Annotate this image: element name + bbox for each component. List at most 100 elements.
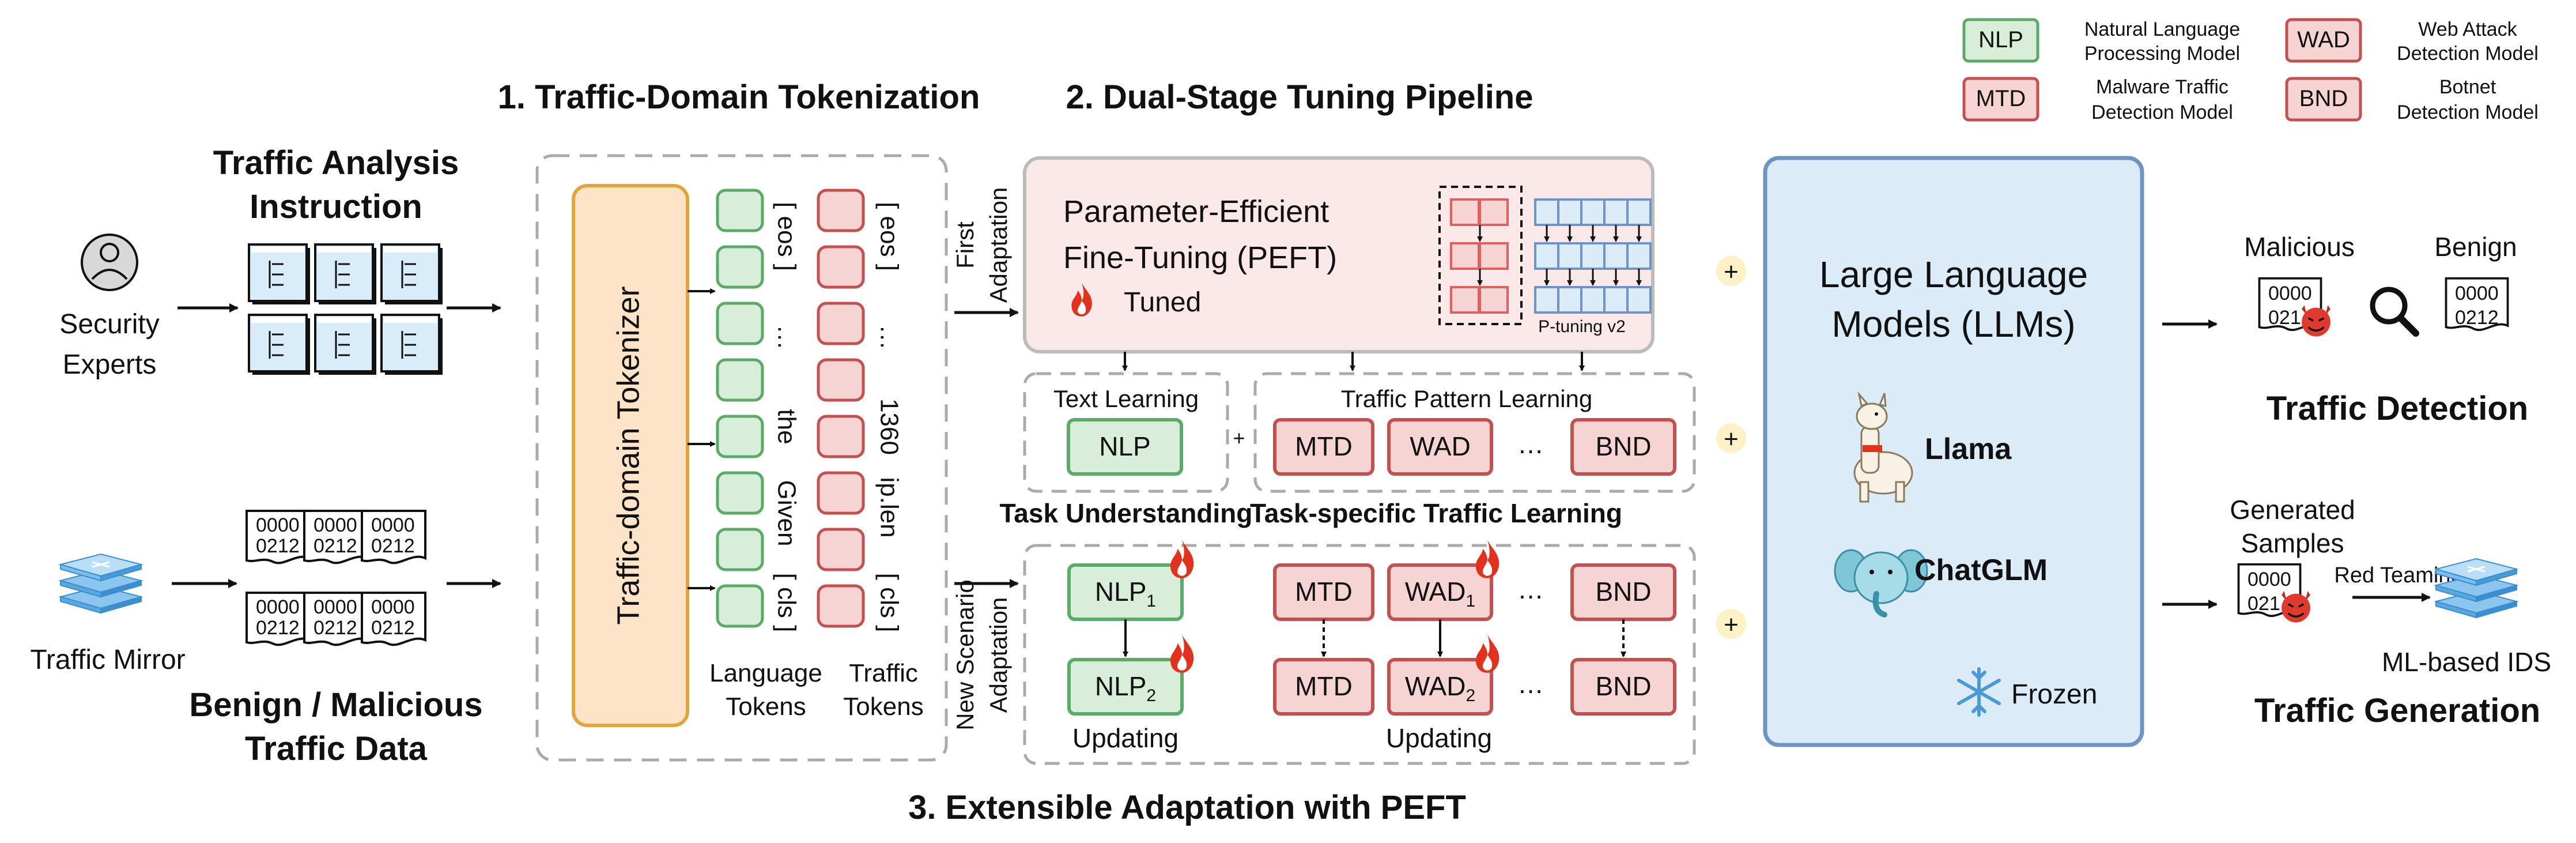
bnd-bottom-box bbox=[1570, 658, 1676, 716]
llama-label: Llama bbox=[1925, 432, 2012, 466]
legend-bnd-desc2: Detection Model bbox=[2397, 101, 2539, 123]
plus-circle-3 bbox=[1716, 609, 1746, 639]
layer-cell bbox=[1603, 242, 1629, 270]
language-token-text: [ cls ] bbox=[772, 573, 800, 633]
lang-tokens-label-line2: Tokens bbox=[726, 693, 806, 721]
layer-cell bbox=[1626, 286, 1652, 314]
traffic-updating-label: Updating bbox=[1386, 723, 1492, 753]
benign-hex1: 0000 bbox=[2455, 283, 2499, 304]
wad2-flame-icon bbox=[1476, 634, 1499, 673]
generated-label-line1: Generated bbox=[2230, 495, 2355, 525]
snowflake-icon bbox=[1957, 667, 2001, 717]
traffic-mirror-icon bbox=[59, 553, 142, 614]
traffic-token bbox=[817, 471, 865, 515]
mtd-bottom-label: MTD bbox=[1295, 671, 1353, 701]
legend-nlp-swatch bbox=[1962, 18, 2039, 63]
new-scenario-line1: New Scenario bbox=[951, 579, 979, 730]
legend-wad-swatch bbox=[2285, 18, 2362, 63]
hex-line-1: 0000 bbox=[313, 596, 357, 618]
llm-title-line2: Models (LLMs) bbox=[1831, 303, 2075, 345]
legend-bnd-desc1: Botnet bbox=[2439, 76, 2496, 98]
legend-bnd-code: BND bbox=[2299, 86, 2348, 111]
mtd-model-box bbox=[1273, 418, 1374, 476]
layer-cell bbox=[1580, 198, 1606, 226]
traffic-token bbox=[817, 584, 865, 628]
text-learning-frame bbox=[1023, 372, 1229, 493]
first-adaptation-line2: Adaptation bbox=[985, 187, 1012, 303]
traffic-tokens-label-line1: Traffic bbox=[849, 659, 918, 687]
mtd-top-label: MTD bbox=[1295, 577, 1353, 607]
language-token bbox=[716, 415, 764, 458]
malicious-hex1: 0000 bbox=[2268, 283, 2312, 304]
bnd-model-label: BND bbox=[1595, 431, 1651, 461]
ids-label: ML-based IDS bbox=[2382, 647, 2551, 677]
layer-cell bbox=[1626, 242, 1652, 270]
nlp-model-box bbox=[1067, 418, 1183, 476]
traffic-detection-title: Traffic Detection bbox=[2267, 390, 2528, 427]
nlp-updating-label: Updating bbox=[1072, 723, 1179, 753]
bnd-model-box bbox=[1570, 418, 1676, 476]
traffic-token-text: [ eos ] bbox=[875, 202, 903, 271]
language-token bbox=[716, 471, 764, 515]
traffic-tokens-label-line2: Tokens bbox=[843, 693, 923, 721]
language-token-text: … bbox=[772, 325, 800, 350]
layer-cell bbox=[1534, 198, 1559, 226]
hex-line-2: 0212 bbox=[256, 535, 300, 557]
hex-line-1: 0000 bbox=[371, 596, 415, 618]
instruction-doc bbox=[314, 314, 376, 375]
layer-cell bbox=[1603, 198, 1629, 226]
models-ellipsis: … bbox=[1517, 429, 1544, 459]
traffic-token-text: … bbox=[875, 325, 903, 350]
stage1-frame bbox=[535, 154, 948, 762]
hex-line-1: 0000 bbox=[371, 514, 415, 536]
tuned-label: Tuned bbox=[1124, 287, 1201, 318]
prompt-cell bbox=[1450, 242, 1480, 270]
language-token bbox=[716, 528, 764, 571]
layer-cell bbox=[1534, 286, 1559, 314]
traffic-token-text: [ cls ] bbox=[875, 573, 903, 633]
plus-sign-2: + bbox=[1724, 425, 1739, 453]
hex-line-2: 0212 bbox=[256, 617, 300, 639]
traffic-token-text: 1360 bbox=[875, 398, 903, 455]
layer-cell bbox=[1557, 242, 1582, 270]
hex-line-1: 0000 bbox=[313, 514, 357, 536]
layer-cell bbox=[1603, 286, 1629, 314]
text-learning-label: Text Learning bbox=[1053, 385, 1199, 412]
plus-sign-1: + bbox=[1724, 258, 1739, 286]
language-token bbox=[716, 302, 764, 345]
legend-wad-desc1: Web Attack bbox=[2418, 18, 2517, 40]
traffic-mirror-label: Traffic Mirror bbox=[30, 645, 185, 675]
chatglm-icon bbox=[1834, 549, 1928, 618]
task-specific-label: Task-specific Traffic Learning bbox=[1250, 498, 1622, 528]
layer-cell bbox=[1626, 198, 1652, 226]
task-understanding-label: Task Understanding bbox=[1000, 498, 1253, 528]
hex-line-1: 0000 bbox=[256, 596, 300, 618]
llm-section: Large Language Models (LLMs) Llama ChatG… bbox=[1763, 156, 2144, 747]
benign-hex2: 0212 bbox=[2455, 307, 2499, 329]
layer-cell bbox=[1557, 198, 1582, 226]
malicious-label: Malicious bbox=[2244, 232, 2355, 262]
legend-nlp-desc2: Processing Model bbox=[2084, 43, 2240, 65]
layer-cell bbox=[1580, 286, 1606, 314]
peft-title-line1: Parameter-Efficient bbox=[1063, 194, 1329, 229]
instruction-doc bbox=[380, 314, 443, 375]
ptuning-label: P-tuning v2 bbox=[1538, 317, 1626, 336]
first-adaptation-line1: First bbox=[951, 221, 979, 269]
plus-circle-1 bbox=[1716, 256, 1746, 286]
traffic-pattern-label: Traffic Pattern Learning bbox=[1341, 385, 1593, 412]
legend-nlp-code: NLP bbox=[1978, 27, 2023, 52]
chatglm-label: ChatGLM bbox=[1914, 554, 2048, 587]
peft-title-line2: Fine-Tuning (PEFT) bbox=[1063, 240, 1337, 275]
prompt-cell bbox=[1450, 286, 1480, 314]
legend-wad-desc2: Detection Model bbox=[2397, 43, 2539, 65]
legend-mtd-desc2: Detection Model bbox=[2091, 101, 2233, 123]
hex-line-2: 0212 bbox=[371, 617, 415, 639]
legend-bnd-swatch bbox=[2285, 77, 2362, 122]
wad2-box bbox=[1387, 658, 1493, 716]
